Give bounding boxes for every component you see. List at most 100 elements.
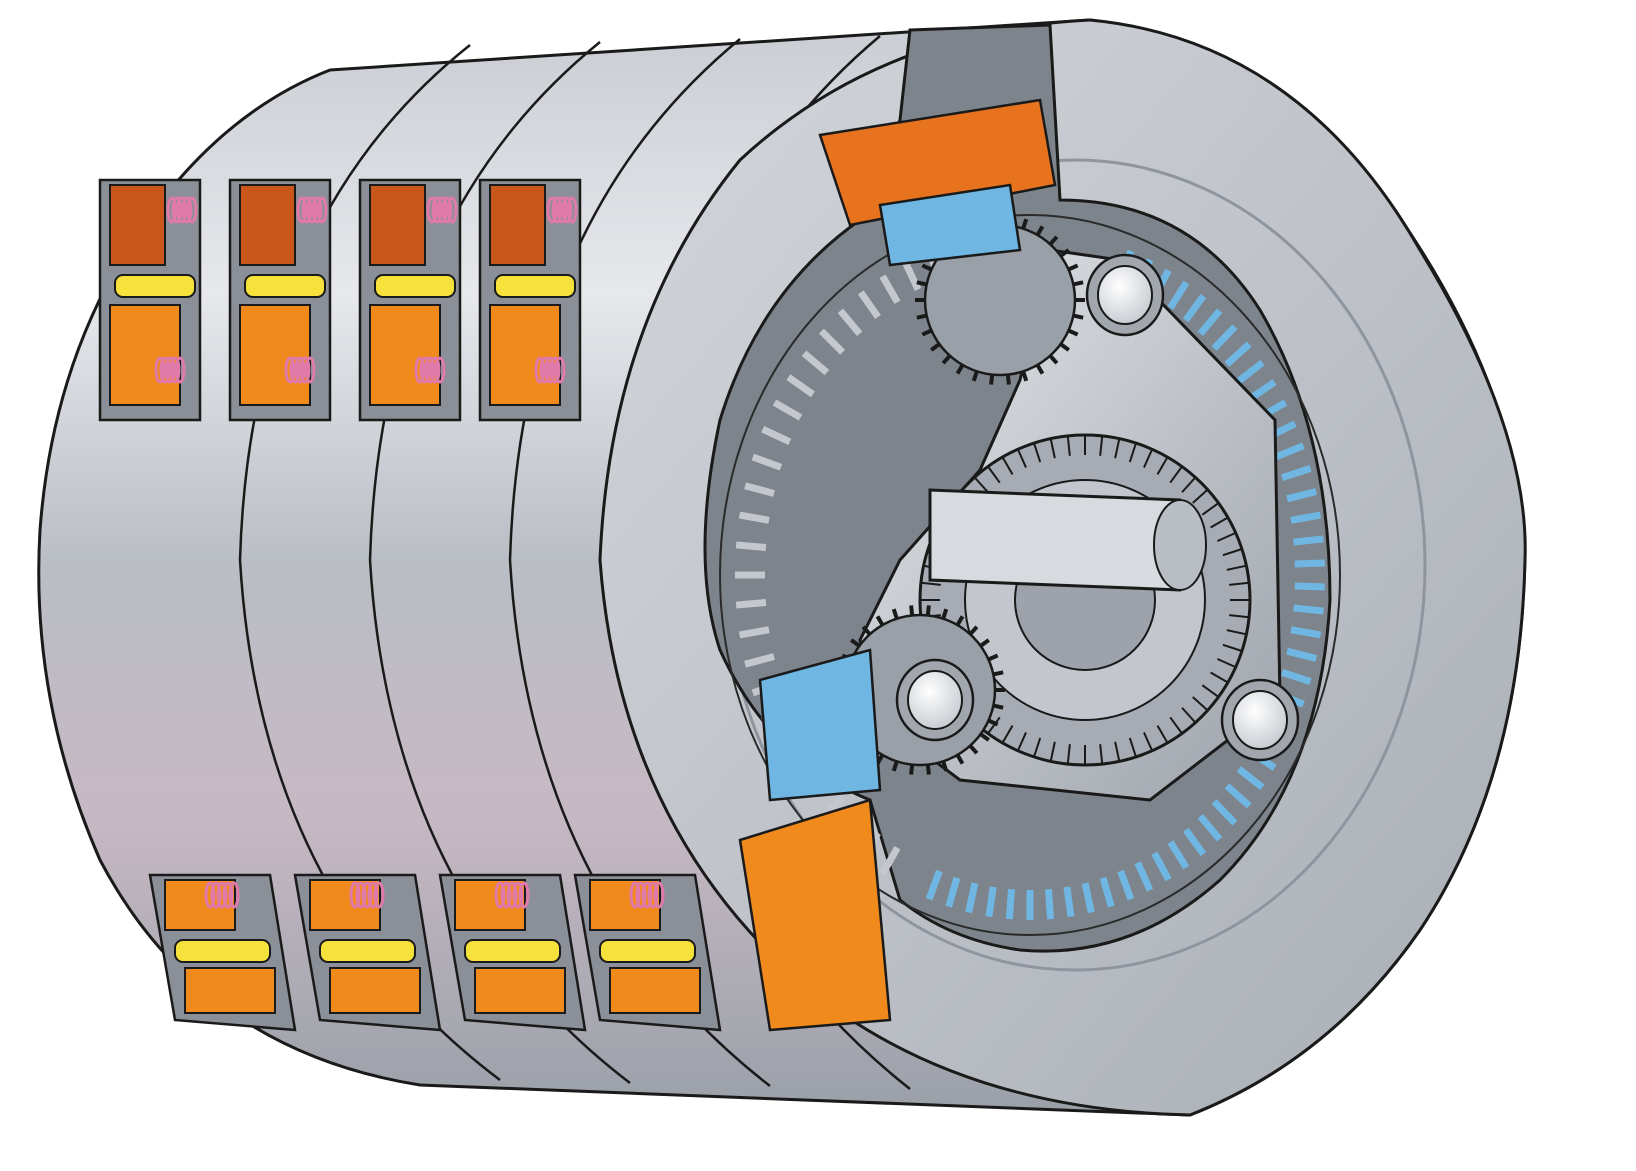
- clutch-spring-top: [561, 196, 573, 224]
- sun-gear-tooth: [1156, 725, 1169, 744]
- ring-gear-tooth: [1197, 814, 1223, 842]
- clutch-spring-bottom: [518, 881, 530, 909]
- clutch-spring-top: [294, 356, 306, 384]
- sun-gear-tooth: [987, 716, 1001, 735]
- ring-gear-tooth: [945, 876, 961, 908]
- ring-gear-tooth: [965, 882, 979, 914]
- clutch-plate-bottom: [329, 967, 421, 1014]
- carrier-gear-tooth: [818, 328, 846, 355]
- clutch-plate-bottom: [474, 967, 566, 1014]
- carrier-gear-tooth: [801, 350, 830, 376]
- clutch-spring-top: [534, 356, 546, 384]
- clutch-yellow-bar-top: [374, 274, 456, 298]
- sun-gear-tooth: [1016, 732, 1027, 752]
- clutch-spring-top: [419, 356, 431, 384]
- sun-gear-tooth: [1033, 737, 1042, 758]
- clutch-yellow-bar-top: [494, 274, 576, 298]
- ring-gear-tooth: [1167, 280, 1190, 310]
- sun-gear-tooth: [1128, 442, 1137, 463]
- clutch-spring-top: [441, 196, 453, 224]
- planet-gear-tooth: [955, 615, 965, 627]
- planet-gear-tooth: [909, 605, 915, 616]
- clutch-plate-top: [489, 184, 546, 266]
- clutch-spring-bottom: [512, 881, 524, 909]
- clutch-spring-top: [299, 356, 311, 384]
- sun-gear-tooth: [1049, 741, 1056, 762]
- carrier-gear-tooth: [837, 308, 863, 336]
- planet-gear-tooth: [968, 625, 979, 636]
- planet-gear-tooth: [1005, 374, 1011, 385]
- clutch-spring-top: [446, 196, 458, 224]
- clutch-packs-top: [98, 178, 582, 422]
- sun-gear-tooth: [1033, 442, 1042, 463]
- planet-pin: [907, 670, 963, 730]
- sun-gear-tooth: [1226, 564, 1247, 571]
- planet-gear-tooth: [971, 370, 979, 382]
- planet-gear-tooth: [979, 638, 990, 648]
- clutch-plate-top: [109, 184, 166, 266]
- carrier-gear-tooth: [735, 598, 767, 609]
- sun-gear-tooth: [1222, 548, 1243, 557]
- central-shaft: [928, 488, 1207, 592]
- clutch-plate-top: [109, 304, 181, 406]
- clutch-spring-bottom: [629, 881, 641, 909]
- sun-gear-tooth: [973, 476, 989, 493]
- clutch-plate-bottom: [184, 967, 276, 1014]
- clutch-spring-bottom: [653, 881, 665, 909]
- planet-gear-tooth: [1072, 280, 1084, 287]
- clutch-spring-top: [414, 356, 426, 384]
- planet-gear-tooth: [1067, 263, 1079, 272]
- ring-gear-tooth: [1294, 559, 1325, 568]
- clutch-spring-bottom: [222, 881, 234, 909]
- clutch-spring-bottom: [361, 881, 373, 909]
- planet-gear-tooth: [875, 615, 885, 627]
- clutch-spring-top: [166, 196, 178, 224]
- ring-gear-tooth: [1117, 869, 1135, 901]
- planet-gear-tooth: [955, 363, 965, 375]
- carrier-gear-tooth: [857, 290, 881, 319]
- ring-gear-tooth: [1151, 851, 1172, 882]
- ring-gear-tooth: [1286, 488, 1318, 503]
- clutch-spring-bottom: [204, 881, 216, 909]
- clutch-spring-top: [301, 196, 313, 224]
- sun-gear-tooth: [1066, 744, 1071, 765]
- clutch-plate-top: [489, 304, 561, 406]
- clutch-spring-top: [549, 356, 561, 384]
- ring-gear-tooth: [1286, 647, 1318, 662]
- clutch-spring-top: [284, 356, 296, 384]
- planet-gear-tooth: [992, 670, 1004, 677]
- planet-gear-tooth: [1072, 313, 1084, 320]
- sun-gear-tooth: [1001, 725, 1014, 744]
- clutch-spring-bottom: [210, 881, 222, 909]
- sun-gear-tooth: [1229, 614, 1250, 619]
- clutch-plate-bottom: [609, 967, 701, 1014]
- sun-gear-tooth: [1226, 629, 1247, 636]
- clutch-yellow-bar-top: [244, 274, 326, 298]
- planet-gear-tooth: [968, 744, 979, 755]
- planet-gear-tooth: [1021, 218, 1029, 230]
- clutch-spring-top: [426, 196, 438, 224]
- planet-gear-tooth: [1048, 354, 1059, 365]
- clutch-spring-top: [174, 356, 186, 384]
- clutch-plate-top: [239, 184, 296, 266]
- carrier-gear-tooth: [902, 260, 922, 291]
- sun-gear-tooth: [1229, 581, 1250, 586]
- clutch-spring-top: [436, 196, 448, 224]
- carrier-gear-tooth: [744, 653, 775, 668]
- sun-gear-tooth: [1201, 502, 1220, 516]
- planet-gear-tooth: [987, 718, 999, 727]
- clutch-spring-top: [539, 356, 551, 384]
- planet-gear-tooth: [916, 313, 928, 320]
- carrier-gear-tooth: [744, 482, 775, 497]
- ring-gear-tooth: [1274, 442, 1305, 461]
- clutch-spring-bottom: [228, 881, 240, 909]
- clutch-spring-top: [159, 356, 171, 384]
- planet-gear-tooth: [921, 328, 933, 337]
- planet-gear-tooth: [861, 625, 872, 636]
- clutch-spring-top: [186, 196, 198, 224]
- ring-gear-tooth: [1182, 827, 1207, 857]
- carrier-gear-tooth: [738, 511, 770, 524]
- clutch-spring-top: [296, 196, 308, 224]
- sun-gear-tooth: [1222, 643, 1243, 652]
